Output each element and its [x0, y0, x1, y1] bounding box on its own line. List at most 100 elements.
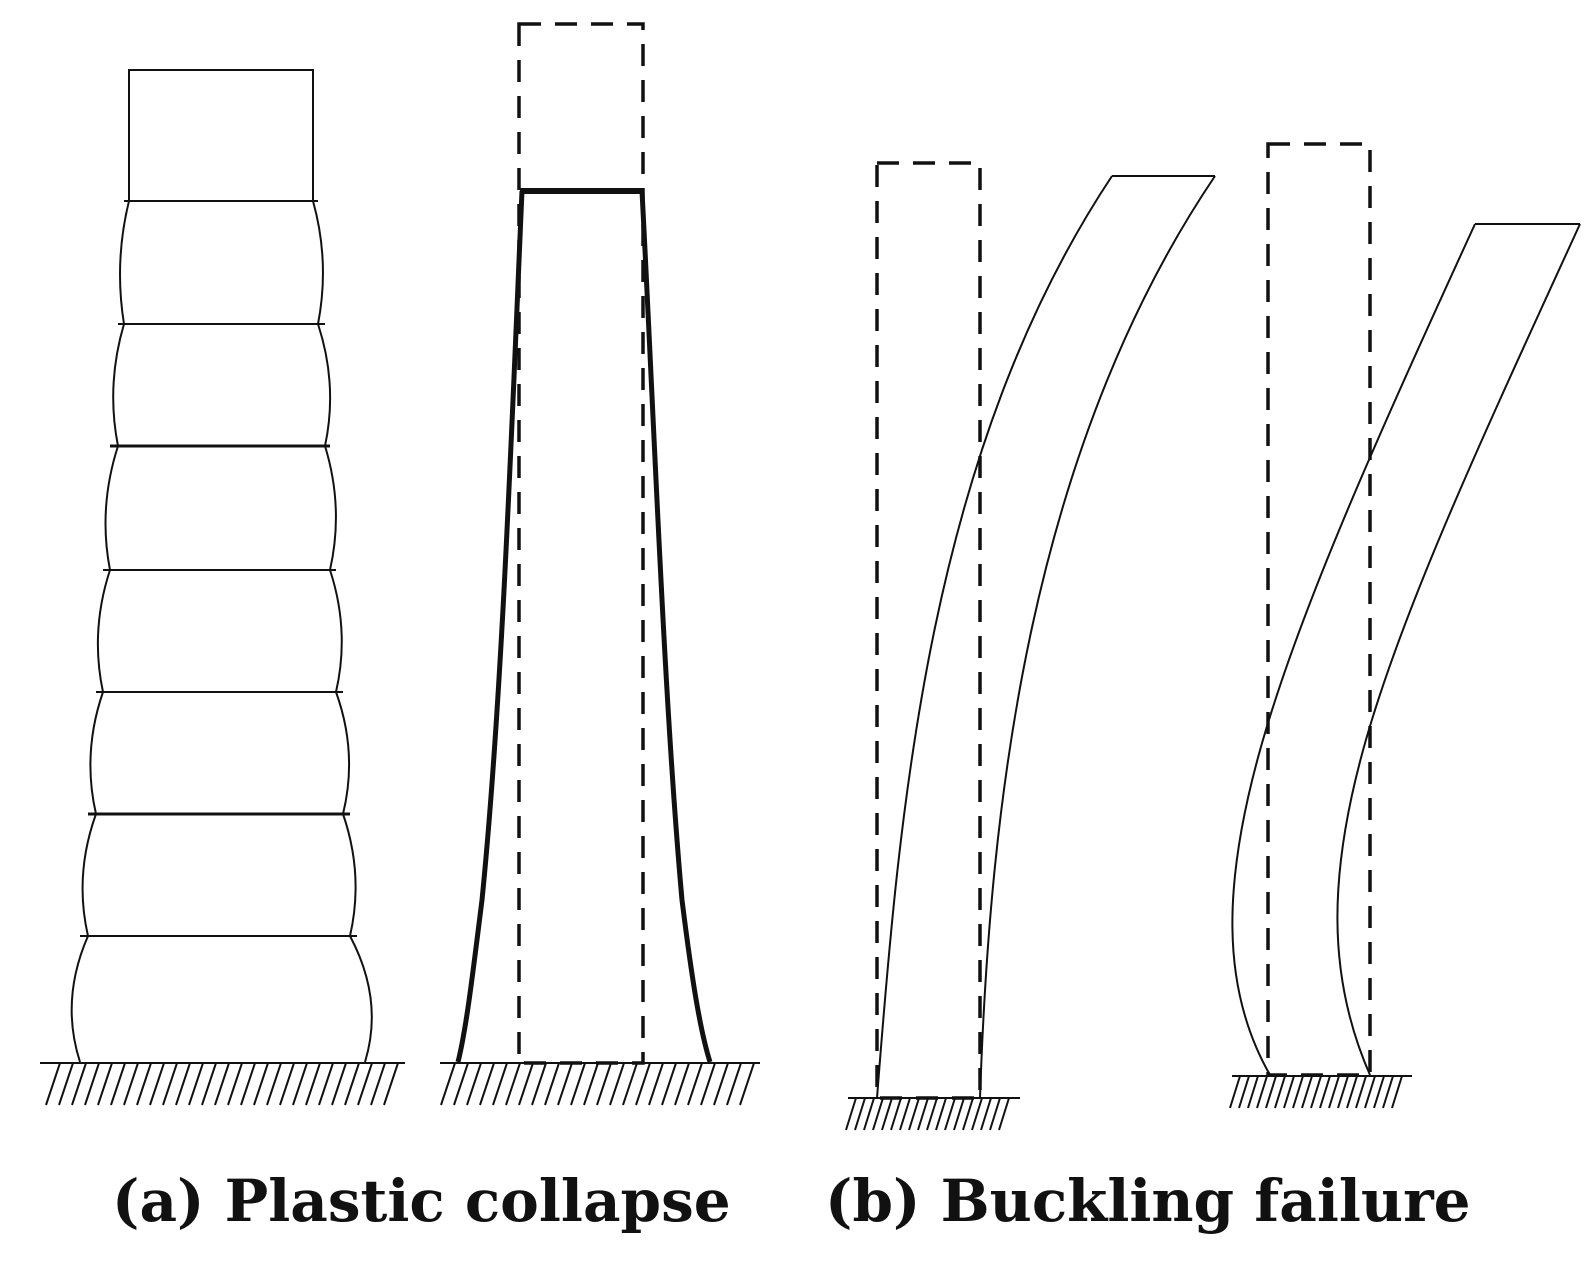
hatch-mark — [266, 1062, 282, 1106]
hatch-mark — [466, 1062, 482, 1106]
column-top-block — [128, 69, 314, 202]
hatch-mark — [1337, 1075, 1349, 1109]
hatch-mark — [570, 1062, 586, 1106]
original-outline-dashed — [875, 161, 982, 1100]
hatch-mark — [318, 1062, 334, 1106]
hatch-mark — [1319, 1075, 1331, 1109]
hatch-mark — [1256, 1075, 1268, 1109]
hatch-mark — [1373, 1075, 1385, 1109]
ground-support-3 — [845, 1097, 1020, 1131]
hatch-mark — [998, 1097, 1010, 1131]
hatch-mark — [214, 1062, 230, 1106]
hatch-mark — [1382, 1075, 1394, 1109]
hatch-mark — [1283, 1075, 1295, 1109]
hatch-mark — [1265, 1075, 1277, 1109]
hatch-mark — [110, 1062, 126, 1106]
buckled-left-side — [1231, 223, 1476, 1076]
hatch-mark — [123, 1062, 139, 1106]
hatch-mark — [71, 1062, 87, 1106]
hatch-mark — [687, 1062, 703, 1106]
hatch-mark — [240, 1062, 256, 1106]
hatch-mark — [726, 1062, 742, 1106]
hatch-mark — [863, 1097, 875, 1131]
hatch-mark — [944, 1097, 956, 1131]
hatch-mark — [305, 1062, 321, 1106]
hatch-mark — [162, 1062, 178, 1106]
ground-hatch — [1229, 1075, 1403, 1109]
hatch-mark — [980, 1097, 992, 1131]
hatch-mark — [136, 1062, 152, 1106]
bulging-column — [70, 69, 373, 1063]
hatch-mark — [1391, 1075, 1403, 1109]
hatch-mark — [622, 1062, 638, 1106]
hatch-mark — [583, 1062, 599, 1106]
hatch-mark — [383, 1062, 399, 1106]
flared-column — [455, 22, 713, 1065]
hatch-mark — [926, 1097, 938, 1131]
hatch-mark — [544, 1062, 560, 1106]
hatch-mark — [492, 1062, 508, 1106]
hatch-mark — [253, 1062, 269, 1106]
hatch-mark — [188, 1062, 204, 1106]
hatch-mark — [661, 1062, 677, 1106]
column-segment-dividers — [80, 200, 357, 937]
hatch-mark — [518, 1062, 534, 1106]
ground-hatch — [845, 1097, 1010, 1131]
hatch-mark — [440, 1062, 456, 1106]
hatch-mark — [872, 1097, 884, 1131]
hatch-mark — [45, 1062, 61, 1106]
buckled-column-double — [1231, 142, 1581, 1077]
buckled-column-single — [875, 161, 1216, 1100]
ground-support-1 — [40, 1062, 405, 1106]
hatch-mark — [881, 1097, 893, 1131]
hatch-mark — [1301, 1075, 1313, 1109]
hatch-mark — [713, 1062, 729, 1106]
hatch-mark — [908, 1097, 920, 1131]
hatch-mark — [58, 1062, 74, 1106]
hatch-mark — [453, 1062, 469, 1106]
hatch-mark — [609, 1062, 625, 1106]
buckled-right-side — [1336, 223, 1581, 1076]
ground-support-4 — [1229, 1075, 1412, 1109]
column-bulging-sides — [70, 200, 373, 1063]
hatch-mark — [279, 1062, 295, 1106]
hatch-mark — [531, 1062, 547, 1106]
hatch-mark — [971, 1097, 983, 1131]
hatch-mark — [1364, 1075, 1376, 1109]
hatch-mark — [175, 1062, 191, 1106]
flared-left-side — [455, 190, 525, 1063]
hatch-mark — [557, 1062, 573, 1106]
hatch-mark — [989, 1097, 1001, 1131]
hatch-mark — [1238, 1075, 1250, 1109]
hatch-mark — [674, 1062, 690, 1106]
caption-buckling-failure: (b) Buckling failure — [825, 1167, 1471, 1235]
hatch-mark — [899, 1097, 911, 1131]
hatch-mark — [890, 1097, 902, 1131]
hatch-mark — [292, 1062, 308, 1106]
hatch-mark — [700, 1062, 716, 1106]
hatch-mark — [201, 1062, 217, 1106]
hatch-mark — [149, 1062, 165, 1106]
buckled-left-side — [876, 175, 1113, 1099]
original-outline-dashed — [517, 22, 645, 1065]
flared-right-side — [639, 190, 713, 1063]
hatch-mark — [357, 1062, 373, 1106]
caption-plastic-collapse: (a) Plastic collapse — [112, 1167, 731, 1235]
hatch-mark — [505, 1062, 521, 1106]
ground-hatch — [45, 1062, 399, 1106]
hatch-mark — [84, 1062, 100, 1106]
hatch-mark — [1247, 1075, 1259, 1109]
hatch-mark — [227, 1062, 243, 1106]
hatch-mark — [370, 1062, 386, 1106]
hatch-mark — [854, 1097, 866, 1131]
hatch-mark — [953, 1097, 965, 1131]
hatch-mark — [935, 1097, 947, 1131]
hatch-mark — [479, 1062, 495, 1106]
hatch-mark — [845, 1097, 857, 1131]
hatch-mark — [344, 1062, 360, 1106]
ground-support-2 — [440, 1062, 760, 1106]
hatch-mark — [917, 1097, 929, 1131]
hatch-mark — [331, 1062, 347, 1106]
hatch-mark — [1292, 1075, 1304, 1109]
